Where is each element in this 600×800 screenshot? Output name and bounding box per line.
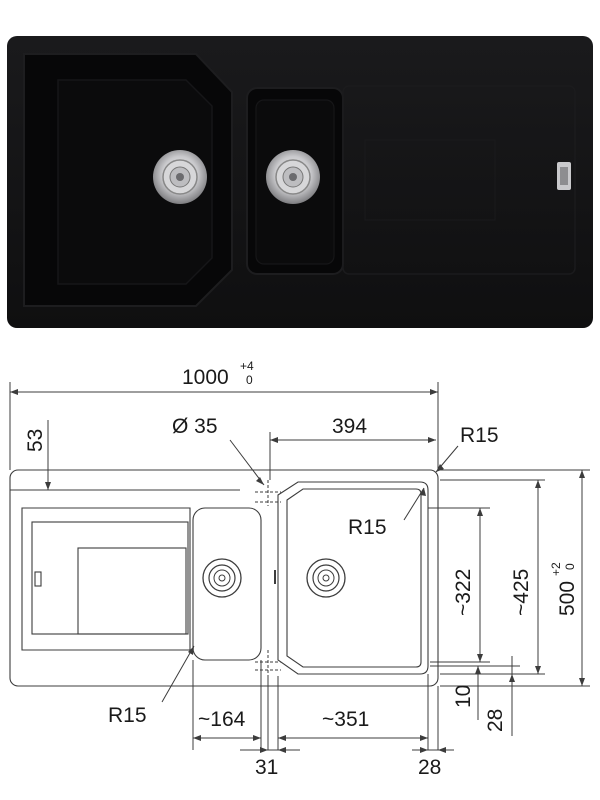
dim-edge-offset: 53: [24, 429, 47, 452]
dim-overall-width-tol-lower: 0: [246, 373, 253, 387]
dim-big-bowl-depth: ~322: [452, 569, 475, 616]
dim-radius-bottom: R15: [108, 704, 147, 727]
dim-overall-width-tol-upper: +4: [240, 359, 254, 373]
dim-big-bowl-width: 394: [332, 415, 367, 438]
sink-photo: [7, 36, 593, 328]
dim-radius-top: R15: [460, 424, 499, 447]
drain-icon: [202, 558, 242, 598]
small-bowl-outline: [192, 507, 262, 661]
dim-tap-hole: Ø 35: [172, 415, 218, 438]
drain-icon: [306, 558, 346, 598]
dim-small-bowl-width: ~164: [198, 708, 246, 731]
dim-offset-10: 10: [452, 685, 475, 708]
dim-overall-width: 1000: [182, 366, 229, 389]
dim-gap-bottom-left: 31: [255, 756, 278, 779]
dim-overall-depth-tol-upper: +2: [549, 562, 563, 576]
dim-big-bowl-inner-width: ~351: [322, 708, 369, 731]
dim-offset-28: 28: [484, 709, 507, 732]
drain-icon: [153, 150, 207, 204]
drainer-outline: [21, 507, 191, 651]
dim-gap-bottom-right: 28: [418, 756, 441, 779]
arrowheads: [10, 389, 585, 753]
outline-outer: [9, 469, 439, 687]
drainer-area: [342, 85, 576, 275]
tap-hole-mark: [255, 480, 281, 676]
dim-overall-depth-tol-lower: 0: [563, 563, 577, 570]
drain-icon: [266, 150, 320, 204]
dimension-drawing: 1000 +4 0 394 Ø 35 R15 R15 R15 53 ~322 ~…: [9, 359, 590, 779]
dim-overall-depth: 500: [556, 581, 579, 616]
large-bowl-outline: [277, 481, 429, 675]
dim-radius-inner: R15: [348, 516, 387, 539]
dim-bowl-outer-depth: ~425: [510, 569, 533, 616]
